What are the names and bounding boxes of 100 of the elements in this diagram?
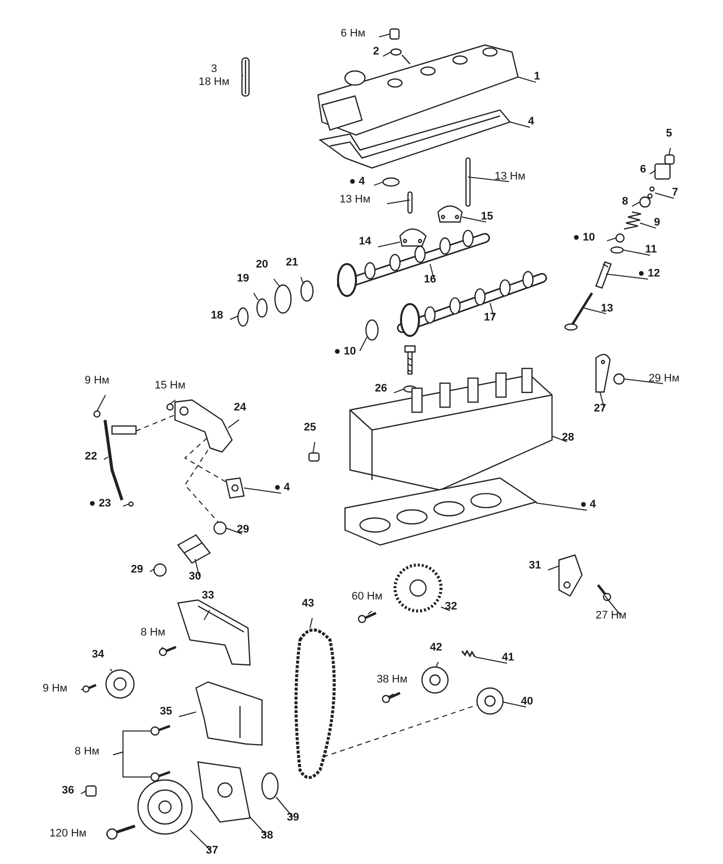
callout-label: 42 (430, 642, 442, 654)
bearing-cap-drawing (437, 205, 463, 223)
callout-label: 27 Нм (596, 610, 626, 622)
callout-label: ● 4 (274, 482, 290, 494)
bolt-drawing (150, 724, 170, 736)
leader-line (606, 238, 616, 242)
leader-line (194, 558, 200, 576)
bolt-drawing (82, 684, 96, 693)
leader-line (300, 276, 304, 284)
callout-label: 120 Нм (50, 828, 86, 840)
leader-line (394, 388, 404, 394)
callout-label: 11 (645, 244, 657, 256)
callout-label: 4 (528, 116, 534, 128)
callout-label: 38 (260, 830, 274, 842)
callout-label: 9 Нм (42, 682, 68, 696)
callout-label: 15 Нм (154, 380, 186, 392)
bolt-drawing (597, 584, 612, 602)
grommet-drawing (390, 48, 410, 64)
leader-line (204, 610, 210, 620)
cover-drawing (195, 681, 263, 746)
leader-line (230, 316, 238, 320)
leader-line (244, 488, 282, 494)
leader-line (640, 222, 656, 229)
leader-line (436, 662, 439, 668)
gasket-drawing (225, 477, 245, 499)
cap-drawing (664, 154, 675, 165)
leader-line (80, 790, 86, 794)
callout-label: 39 (286, 812, 300, 824)
cover-drawing (177, 599, 251, 666)
timing-belt-drawing (294, 628, 336, 779)
callout-label: 40 (520, 696, 534, 708)
callout-label: 29 (236, 524, 250, 536)
callout-label: ● 10 (334, 346, 356, 358)
gear-drawing (274, 284, 292, 314)
callout-label: 19 (236, 272, 250, 286)
callout-label: 8 (622, 196, 628, 208)
assembly-line (184, 438, 226, 482)
gasket-drawing (318, 109, 512, 169)
bolt-drawing (382, 692, 401, 704)
callout-label: 20 (256, 258, 268, 272)
leader-line (359, 336, 368, 352)
leader-line (430, 264, 434, 280)
leader-line (378, 242, 400, 248)
callout-label: 3 (210, 63, 218, 76)
nut-drawing (389, 28, 400, 40)
callout-label: 60 Нм (352, 590, 382, 604)
callout-label: 14 (358, 236, 372, 248)
callout-label: 33 (202, 590, 214, 602)
leader-line (468, 176, 510, 182)
callout-label: ● 4 (580, 498, 596, 512)
callout-label: 29 Нм (648, 372, 680, 386)
assembly-line (184, 450, 218, 522)
callout-label: 22 (84, 450, 98, 464)
callout-label: 8 Нм (140, 626, 166, 640)
leader-line (632, 202, 640, 207)
leader-line (110, 668, 112, 672)
bolt-drawing (158, 646, 176, 656)
bolt-drawing (407, 191, 413, 214)
valve-drawing (564, 292, 594, 331)
callout-label: ● 4 (349, 176, 365, 188)
bracket-drawing (595, 354, 611, 393)
leader-line (312, 442, 316, 454)
bolt-drawing (358, 612, 377, 624)
valve-guide-drawing (595, 261, 612, 289)
assembly-line (322, 704, 478, 758)
bolt-drawing (106, 824, 136, 840)
callout-label: 13 (600, 302, 614, 316)
leader-line (388, 694, 394, 698)
callout-label: 24 (234, 402, 246, 414)
leader-line (170, 400, 176, 404)
head-gasket-drawing (344, 477, 538, 546)
assembly-line (136, 414, 176, 432)
valve-cover-drawing (317, 44, 519, 136)
callout-label: 41 (502, 652, 514, 664)
leader-line (490, 302, 494, 318)
leader-line (510, 122, 530, 128)
leader-line (624, 378, 664, 384)
crankshaft-pulley-drawing (137, 779, 193, 835)
leader-line (548, 566, 560, 570)
callout-label: 28 (562, 432, 574, 444)
callout-label: 7 (672, 186, 678, 200)
callout-label: 21 (286, 256, 298, 270)
clamp-drawing (213, 521, 227, 535)
callout-label: 38 Нм (376, 674, 408, 686)
leader-line (650, 170, 656, 174)
tensioner-drawing (558, 554, 583, 597)
callout-label: 17 (484, 312, 496, 324)
spring-drawing (461, 649, 476, 658)
seal-drawing (300, 280, 314, 302)
leader-line (253, 292, 258, 300)
callout-label: 16 (424, 274, 436, 286)
leader-line (80, 688, 84, 690)
leader-line (112, 751, 152, 778)
leader-line (276, 796, 294, 818)
leader-line (668, 148, 671, 156)
keeper-drawing (647, 186, 655, 199)
leader-line (474, 656, 508, 664)
leader-line (162, 646, 164, 650)
callout-label: 32 (444, 600, 458, 614)
callout-label: 18 (210, 310, 224, 322)
